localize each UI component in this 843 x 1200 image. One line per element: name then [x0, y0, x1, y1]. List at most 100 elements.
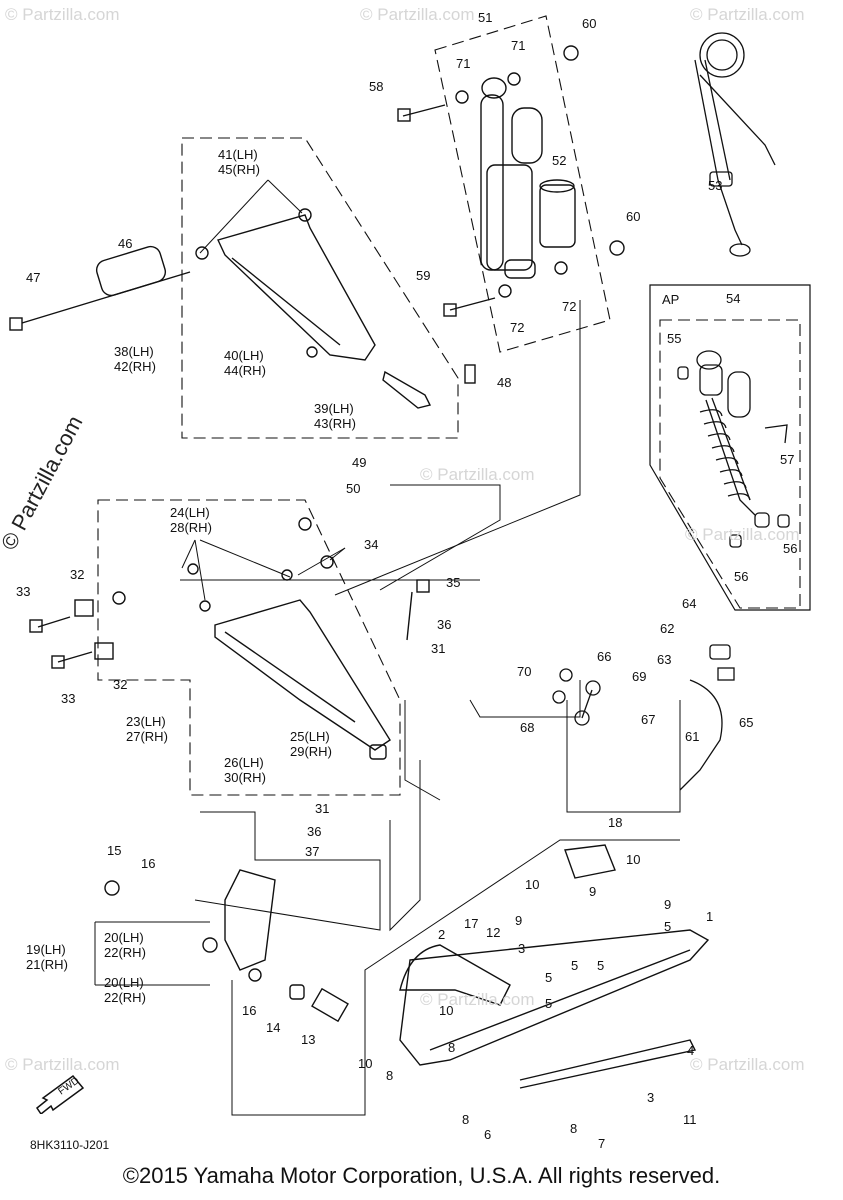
- drawing-code: 8HK3110-J201: [30, 1138, 110, 1152]
- callout-label: 39(LH) 43(RH): [314, 401, 356, 431]
- shock-gauge: [694, 32, 776, 257]
- callout-label: 3: [647, 1090, 655, 1105]
- callout-label: 7: [598, 1136, 606, 1151]
- ap-label: AP: [662, 292, 680, 307]
- watermark: © Partzilla.com: [420, 465, 535, 484]
- ap-shock-absorber: [677, 350, 790, 548]
- callout-label: 34: [364, 537, 379, 552]
- callout-label: 23(LH) 27(RH): [126, 714, 168, 744]
- callout-label: 26(LH) 30(RH): [224, 755, 266, 785]
- callout-label: 14: [266, 1020, 281, 1035]
- callout-label: 53: [708, 178, 723, 193]
- callout-label: 52: [552, 153, 567, 168]
- callout-label: 70: [517, 664, 532, 679]
- callout-label: 10: [525, 877, 540, 892]
- ski-assembly: [104, 844, 710, 1089]
- callout-label: 11: [683, 1112, 697, 1127]
- shock-group-box: [434, 15, 611, 353]
- callout-label: 5: [545, 996, 553, 1011]
- callout-label: 20(LH) 22(RH): [104, 975, 146, 1005]
- callout-label: 60: [626, 209, 641, 224]
- callout-label: 12: [486, 925, 501, 940]
- callout-label: 9: [589, 884, 597, 899]
- leader-lines: [94, 179, 681, 1116]
- callout-label: 31: [315, 801, 330, 816]
- callout-label: 9: [515, 913, 523, 928]
- callout-label: 3: [518, 941, 526, 956]
- callout-label: 37: [305, 844, 320, 859]
- callout-label: 1: [706, 909, 714, 924]
- callout-label: 13: [301, 1032, 316, 1047]
- callout-label: 8: [386, 1068, 394, 1083]
- upper-suspension-arm: [9, 208, 476, 409]
- callout-label: 9: [664, 897, 672, 912]
- ap-outline-box: [649, 284, 811, 611]
- watermark: © Partzilla.com: [690, 1055, 805, 1074]
- watermark: © Partzilla.com: [685, 525, 800, 544]
- callout-label: 40(LH) 44(RH): [224, 348, 266, 378]
- callout-label: 31: [431, 641, 446, 656]
- dashed-group-boxes: [97, 15, 801, 796]
- callout-label: 33: [16, 584, 31, 599]
- callout-label: 32: [113, 677, 128, 692]
- callout-label: 54: [726, 291, 741, 306]
- callout-label: 36: [437, 617, 452, 632]
- callout-label: 8: [570, 1121, 578, 1136]
- callout-label: 65: [739, 715, 754, 730]
- watermark: © Partzilla.com: [360, 5, 475, 24]
- callout-label: 68: [520, 720, 535, 735]
- callout-label: 67: [641, 712, 656, 727]
- fwd-arrow-icon: FWD: [35, 1074, 85, 1114]
- lower-suspension-arm: [29, 517, 430, 760]
- callout-label: 57: [780, 452, 795, 467]
- callout-label: 6: [484, 1127, 492, 1142]
- callout-label: 64: [682, 596, 697, 611]
- callout-label: 72: [510, 320, 525, 335]
- callout-label: 8: [462, 1112, 470, 1127]
- watermark: © Partzilla.com: [5, 5, 120, 24]
- callout-label: 32: [70, 567, 85, 582]
- callout-label: 56: [734, 569, 749, 584]
- callout-label: 56: [783, 541, 798, 556]
- callout-label: 71: [511, 38, 526, 53]
- callout-label: 5: [545, 970, 553, 985]
- callout-label: 4: [687, 1043, 695, 1058]
- rear-shock-absorber: [397, 45, 625, 317]
- callout-label: 8: [448, 1040, 456, 1055]
- callout-label: 35: [446, 575, 461, 590]
- callout-label: 17: [464, 916, 479, 931]
- callout-label: 55: [667, 331, 682, 346]
- callout-label: 5: [664, 919, 672, 934]
- callout-label: 19(LH) 21(RH): [26, 942, 68, 972]
- ap-shock-group-box: [659, 319, 801, 609]
- callout-label: 38(LH) 42(RH): [114, 344, 156, 374]
- callout-label: 5: [571, 958, 579, 973]
- callout-label: 15: [107, 843, 122, 858]
- callout-label: 33: [61, 691, 76, 706]
- callout-label: 51: [478, 10, 493, 25]
- callout-label: 16: [242, 1003, 257, 1018]
- watermark: © Partzilla.com: [5, 1055, 120, 1074]
- upper-arm-group-box: [181, 137, 459, 439]
- callout-label: 66: [597, 649, 612, 664]
- callout-label: 62: [660, 621, 675, 636]
- callout-label: 47: [26, 270, 41, 285]
- callout-label: 24(LH) 28(RH): [170, 505, 212, 535]
- callout-label: 71: [456, 56, 471, 71]
- callout-label: 41(LH) 45(RH): [218, 147, 260, 177]
- callout-label: 58: [369, 79, 384, 94]
- callout-label: 5: [597, 958, 605, 973]
- lower-arm-group-box: [97, 499, 401, 796]
- watermark: © Partzilla.com: [420, 990, 535, 1009]
- callout-label: 36: [307, 824, 322, 839]
- callout-label: 10: [358, 1056, 373, 1071]
- callout-label: 49: [352, 455, 367, 470]
- callout-label: 69: [632, 669, 647, 684]
- callout-label: 72: [562, 299, 577, 314]
- callout-label: 18: [608, 815, 623, 830]
- steering-linkage: [552, 644, 735, 791]
- callout-label: 10: [439, 1003, 454, 1018]
- callout-label: 50: [346, 481, 361, 496]
- callout-label: 61: [685, 729, 700, 744]
